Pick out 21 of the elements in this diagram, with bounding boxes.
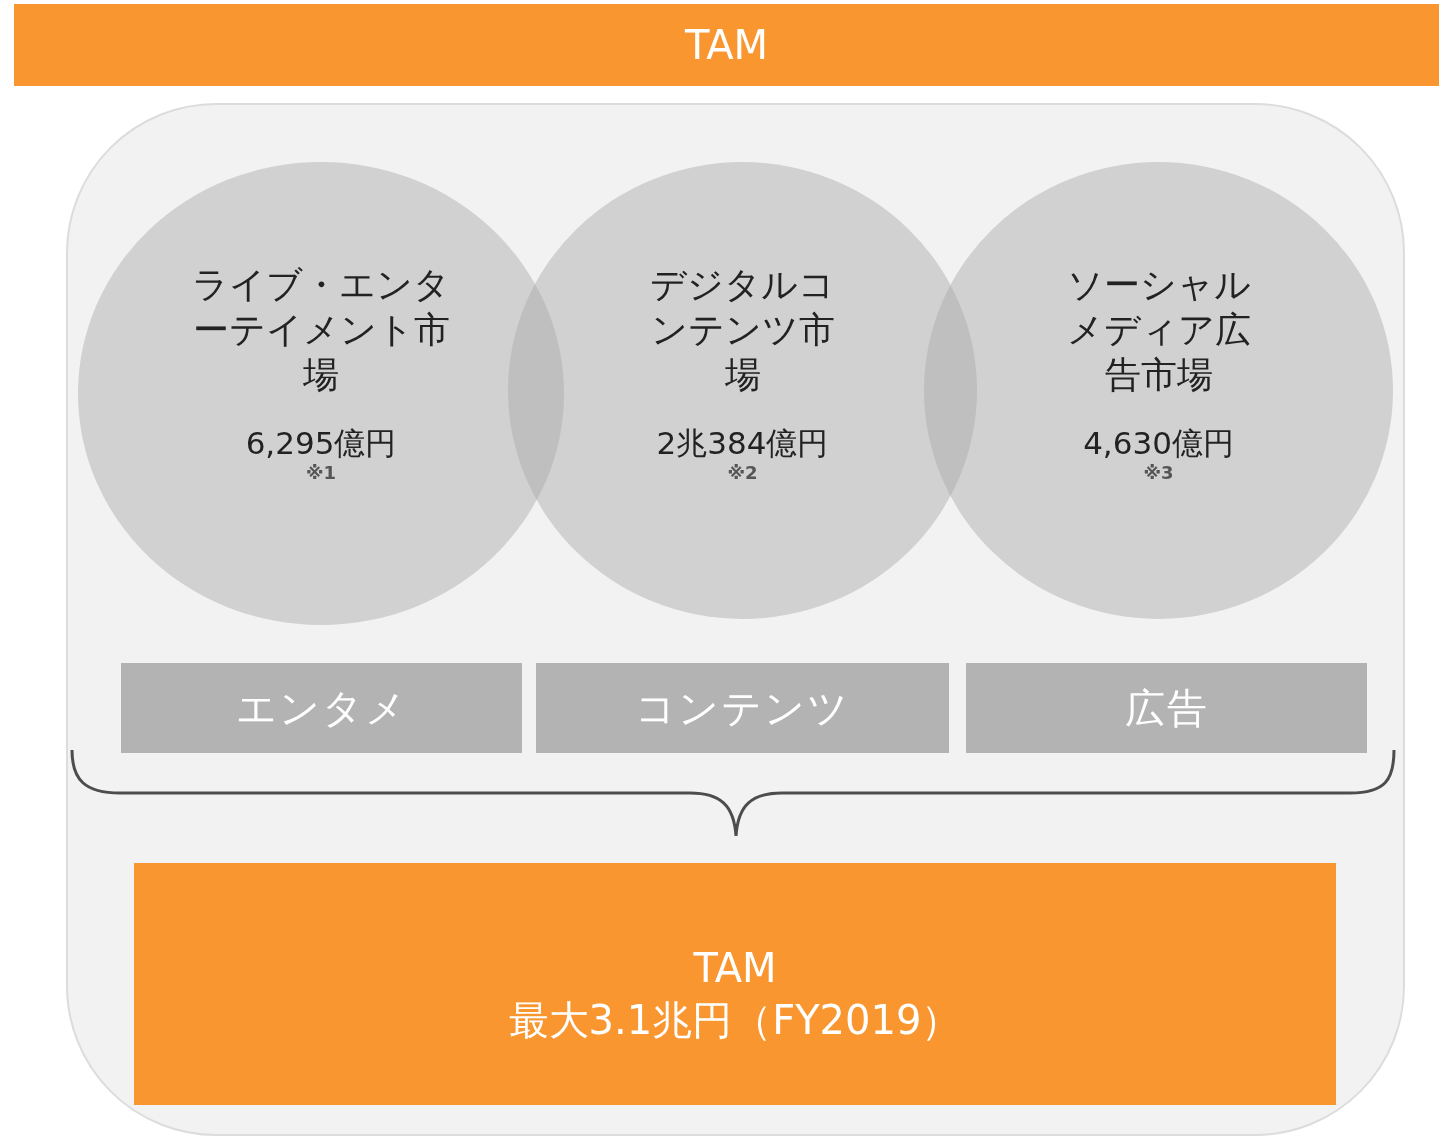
panel-background	[66, 103, 1405, 1136]
footnote-mark: ※3	[1143, 461, 1174, 485]
footnote-mark: ※1	[306, 461, 336, 485]
market-name: ライブ・エンターテイメント市場	[191, 263, 451, 397]
market-size: 4,630億円	[1083, 425, 1234, 461]
category-label: コンテンツ	[635, 684, 850, 732]
footnote-mark: ※2	[727, 461, 758, 485]
market-size: 6,295億円	[245, 425, 397, 461]
market-name: ソーシャルメディア広告市場	[1065, 263, 1252, 397]
category-bar	[966, 663, 1367, 753]
market-name: デジタルコンテンツ市場	[649, 263, 836, 397]
category-label: 広告	[1124, 684, 1209, 732]
header-bar	[14, 4, 1439, 86]
category-bar	[536, 663, 949, 753]
category-bar	[121, 663, 522, 753]
total-title: TAM	[693, 944, 777, 993]
total-box	[134, 863, 1336, 1105]
header-title: TAM	[684, 21, 769, 69]
market-size: 2兆384億円	[656, 425, 829, 461]
total-value: 最大3.1兆円（FY2019）	[508, 996, 962, 1045]
category-label: エンタメ	[235, 684, 408, 732]
